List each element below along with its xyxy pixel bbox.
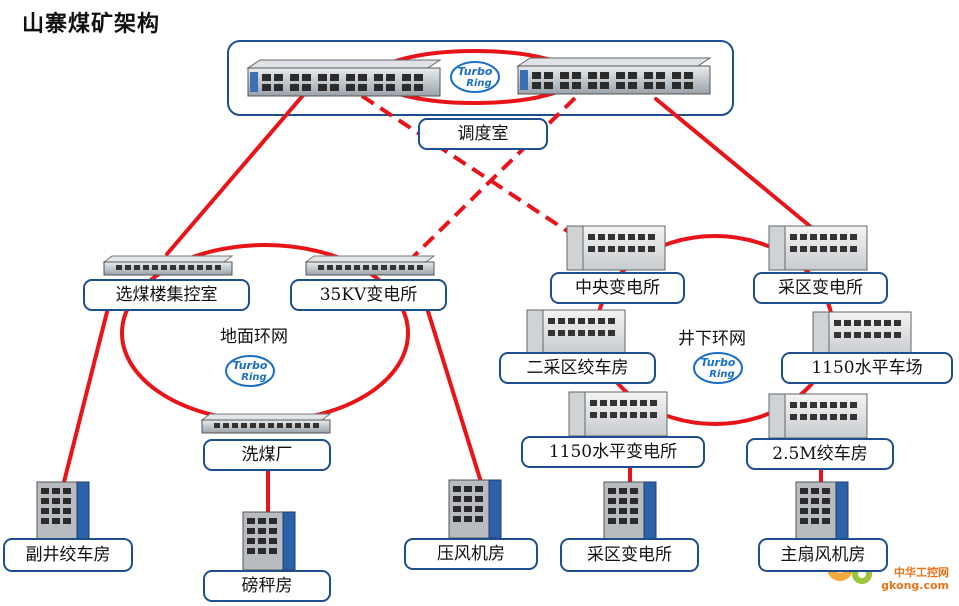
- watermark-site: gkong.com: [881, 579, 949, 592]
- node-compressor-room: 压风机房: [404, 538, 538, 570]
- logo-ring-text: Ring: [241, 372, 266, 383]
- switch-compressor: [448, 479, 502, 539]
- uplink-coal-prep: [165, 91, 307, 256]
- node-winch-2-5m: 2.5M绞车房: [746, 438, 894, 470]
- node-aux-shaft-winch: 副井绞车房: [3, 538, 133, 572]
- switch-coal-prep: [102, 255, 234, 276]
- uplink-mining-substation: [654, 97, 819, 234]
- link-aux-shaft: [62, 306, 110, 484]
- node-coal-prep-control: 选煤楼集控室: [83, 279, 250, 311]
- turbo-ring-logo-surface: Turbo Ring: [225, 355, 275, 387]
- switch-central-substation: [566, 225, 666, 271]
- node-central-substation: 中央变电所: [550, 272, 685, 304]
- node-control-room: 调度室: [418, 118, 548, 150]
- underground-ring-label: 井下环网: [678, 329, 746, 349]
- logo-turbo-text: Turbo: [701, 356, 736, 369]
- switch-aux-shaft: [36, 481, 90, 541]
- core-switch-left: [246, 59, 442, 97]
- switch-mining-substation: [768, 225, 868, 271]
- logo-turbo-text: Turbo: [233, 359, 268, 372]
- switch-mining-substation-2: [603, 481, 657, 541]
- logo-ring-text: Ring: [466, 78, 491, 89]
- watermark-name: 中华工控网: [894, 566, 949, 579]
- node-mining-substation-2: 采区变电所: [560, 538, 699, 572]
- node-mining-substation: 采区变电所: [753, 272, 888, 304]
- watermark: 中华工控网 gkong.com: [881, 566, 949, 592]
- node-main-fan-room: 主扇风机房: [758, 538, 888, 572]
- logo-ring-text: Ring: [709, 369, 734, 380]
- node-substation-35kv: 35KV变电所: [290, 279, 447, 311]
- turbo-ring-logo-underground: Turbo Ring: [693, 352, 743, 384]
- switch-substation-1150: [568, 391, 668, 437]
- node-mining-winch-2: 二采区绞车房: [499, 352, 656, 384]
- switch-main-fan: [795, 481, 849, 541]
- page-title: 山寨煤矿架构: [22, 12, 161, 37]
- turbo-ring-logo-core: Turbo Ring: [450, 61, 500, 93]
- backup-link-35kv: [410, 96, 577, 260]
- link-compressor: [425, 306, 483, 484]
- switch-winch-2-5m: [768, 393, 868, 439]
- switch-35kv: [304, 255, 436, 276]
- node-weighbridge: 磅秤房: [203, 570, 331, 602]
- switch-coal-washery: [200, 413, 332, 434]
- logo-turbo-text: Turbo: [458, 65, 493, 78]
- surface-ring-label: 地面环网: [220, 327, 288, 347]
- node-yard-1150: 1150水平车场: [781, 352, 953, 384]
- node-coal-washery: 洗煤厂: [203, 439, 331, 471]
- switch-mining-winch-2: [526, 309, 626, 355]
- node-substation-1150: 1150水平变电所: [521, 436, 705, 468]
- core-switch-right: [516, 57, 712, 95]
- switch-weighbridge: [242, 511, 296, 571]
- switch-yard-1150: [812, 311, 912, 357]
- backup-link-central-substation: [360, 94, 592, 248]
